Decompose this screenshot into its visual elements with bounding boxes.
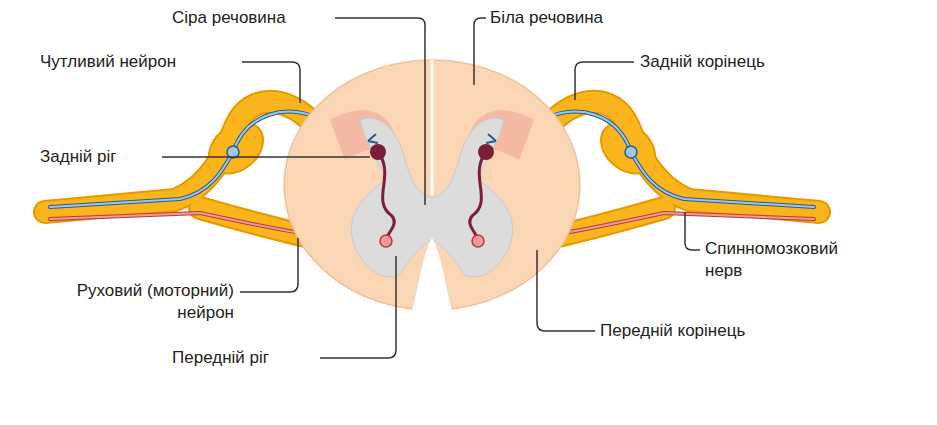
part-label: Передній корінець: [600, 320, 745, 342]
part-label: Передній ріг: [172, 347, 269, 369]
part-label: Задній ріг: [40, 146, 116, 168]
part-label: Чутливий нейрон: [40, 51, 176, 73]
part-label: Сіра речовина: [172, 7, 286, 29]
part-label: Спинномозковий нерв: [705, 238, 865, 282]
part-label: Задній корінець: [640, 51, 765, 73]
part-label: Біла речовина: [490, 7, 603, 29]
leader-lines: [162, 18, 700, 358]
part-label: Руховий (моторний) нейрон: [72, 280, 234, 324]
